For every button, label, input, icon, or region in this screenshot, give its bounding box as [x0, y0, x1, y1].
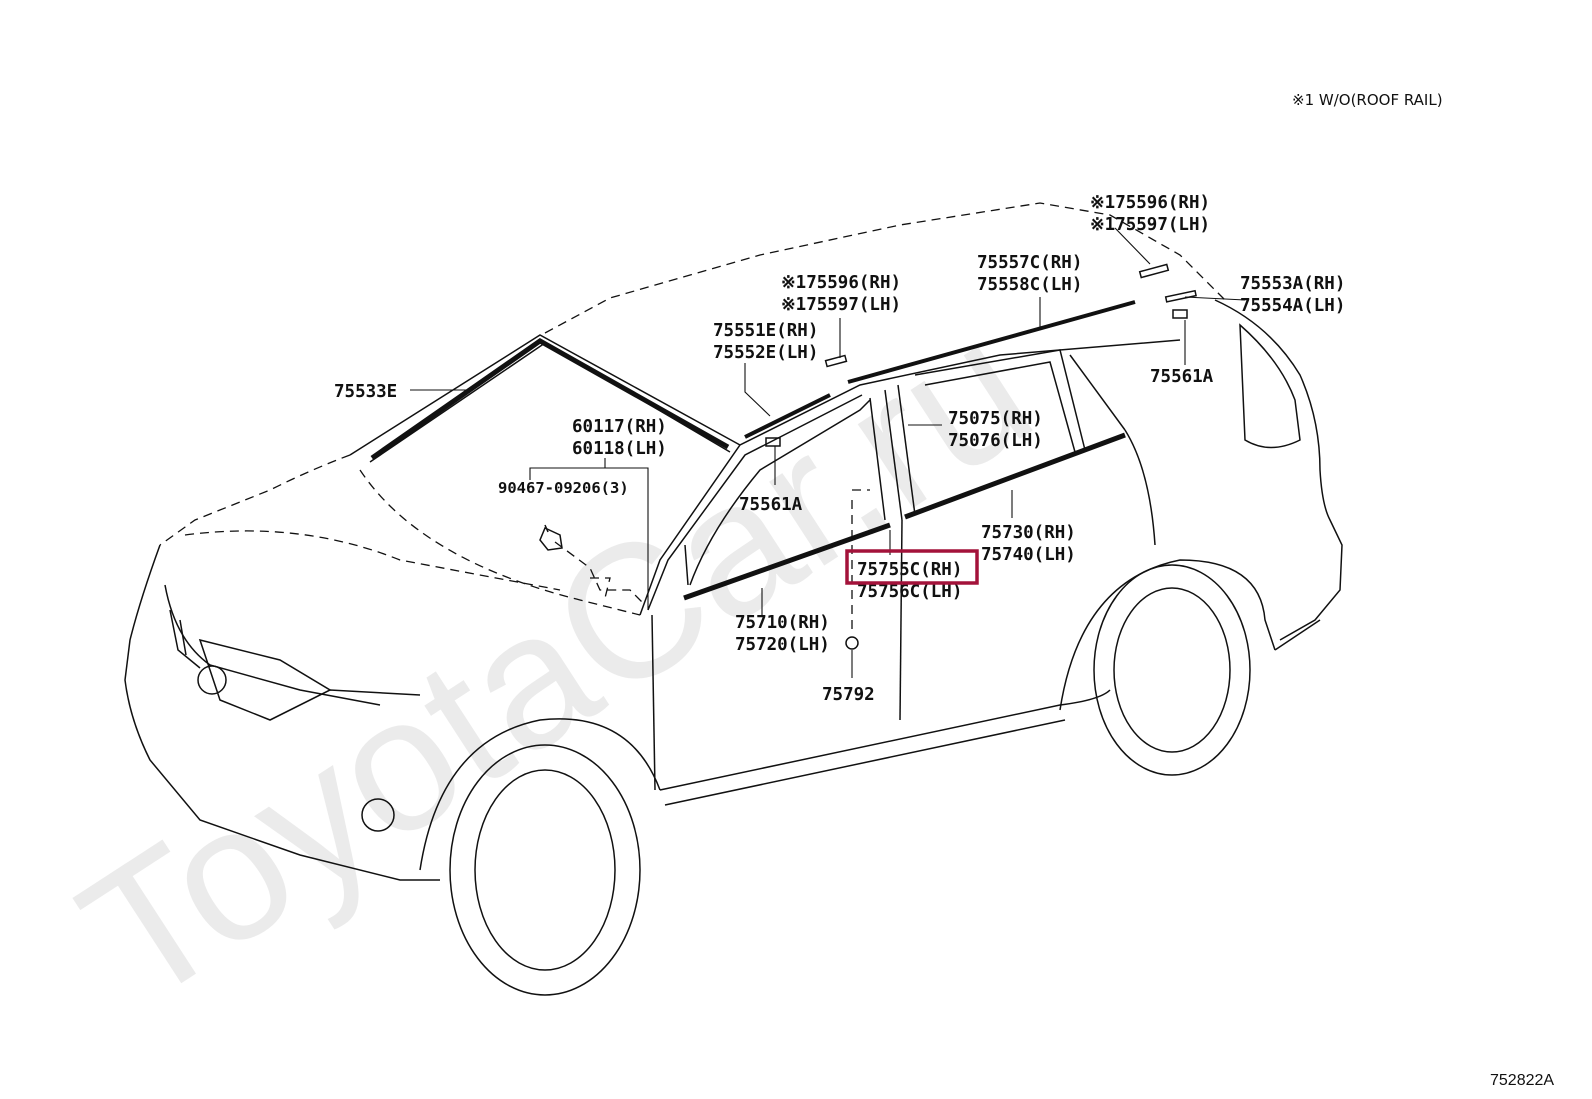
label-75755c: 75755C(RH) 75756C(LH): [857, 560, 973, 602]
clip-75561a-front: [765, 437, 781, 447]
label-90467: 90467-09206(3): [498, 479, 629, 497]
label-75551e: 75551E(RH) 75552E(LH): [713, 321, 829, 363]
clip-90467-icon: [539, 524, 563, 551]
roof-drip-front: [744, 393, 831, 439]
callout-labels: 75533E 60117(RH) 60118(LH) 90467-09206(3…: [334, 193, 1356, 705]
label-75596-front: ※175596(RH) ※175597(LH): [781, 273, 912, 315]
rear-drip-end: [1164, 289, 1197, 303]
roof-drip-moulding: [847, 300, 1136, 384]
leader-lines: [410, 227, 1246, 678]
moulding-parts: [370, 263, 1197, 650]
label-75561a-rear: 75561A: [1150, 367, 1214, 387]
label-75075: 75075(RH) 75076(LH): [948, 409, 1053, 451]
vehicle-outline: [124, 202, 1343, 996]
label-75561a-front: 75561A: [739, 495, 803, 515]
rear-belt-moulding: [904, 432, 1126, 520]
roof-clip-rear: [1138, 263, 1170, 279]
label-75557c: 75557C(RH) 75558C(LH): [977, 253, 1093, 295]
label-75553a: 75553A(RH) 75554A(LH): [1240, 274, 1356, 316]
front-belt-moulding: [683, 522, 891, 601]
figure-id: 752822A: [1490, 1072, 1554, 1089]
roof-clip-front: [824, 354, 848, 368]
windshield-moulding: [370, 338, 730, 461]
label-75596-rear: ※175596(RH) ※175597(LH): [1090, 193, 1221, 235]
watermark: ToyotaCar.ru: [47, 280, 1066, 1044]
label-75792: 75792: [822, 685, 875, 705]
seal-75792-icon: [845, 636, 859, 650]
label-75710: 75710(RH) 75720(LH): [735, 613, 840, 655]
highlight-box: [845, 549, 979, 585]
clip-75561a-rear: [1172, 309, 1188, 319]
label-75730: 75730(RH) 75740(LH): [981, 523, 1086, 565]
label-60117: 60117(RH) 60118(LH): [572, 417, 677, 459]
label-75533e: 75533E: [334, 382, 397, 402]
note-roof-rail: ※1 W/O(ROOF RAIL): [1292, 91, 1443, 109]
